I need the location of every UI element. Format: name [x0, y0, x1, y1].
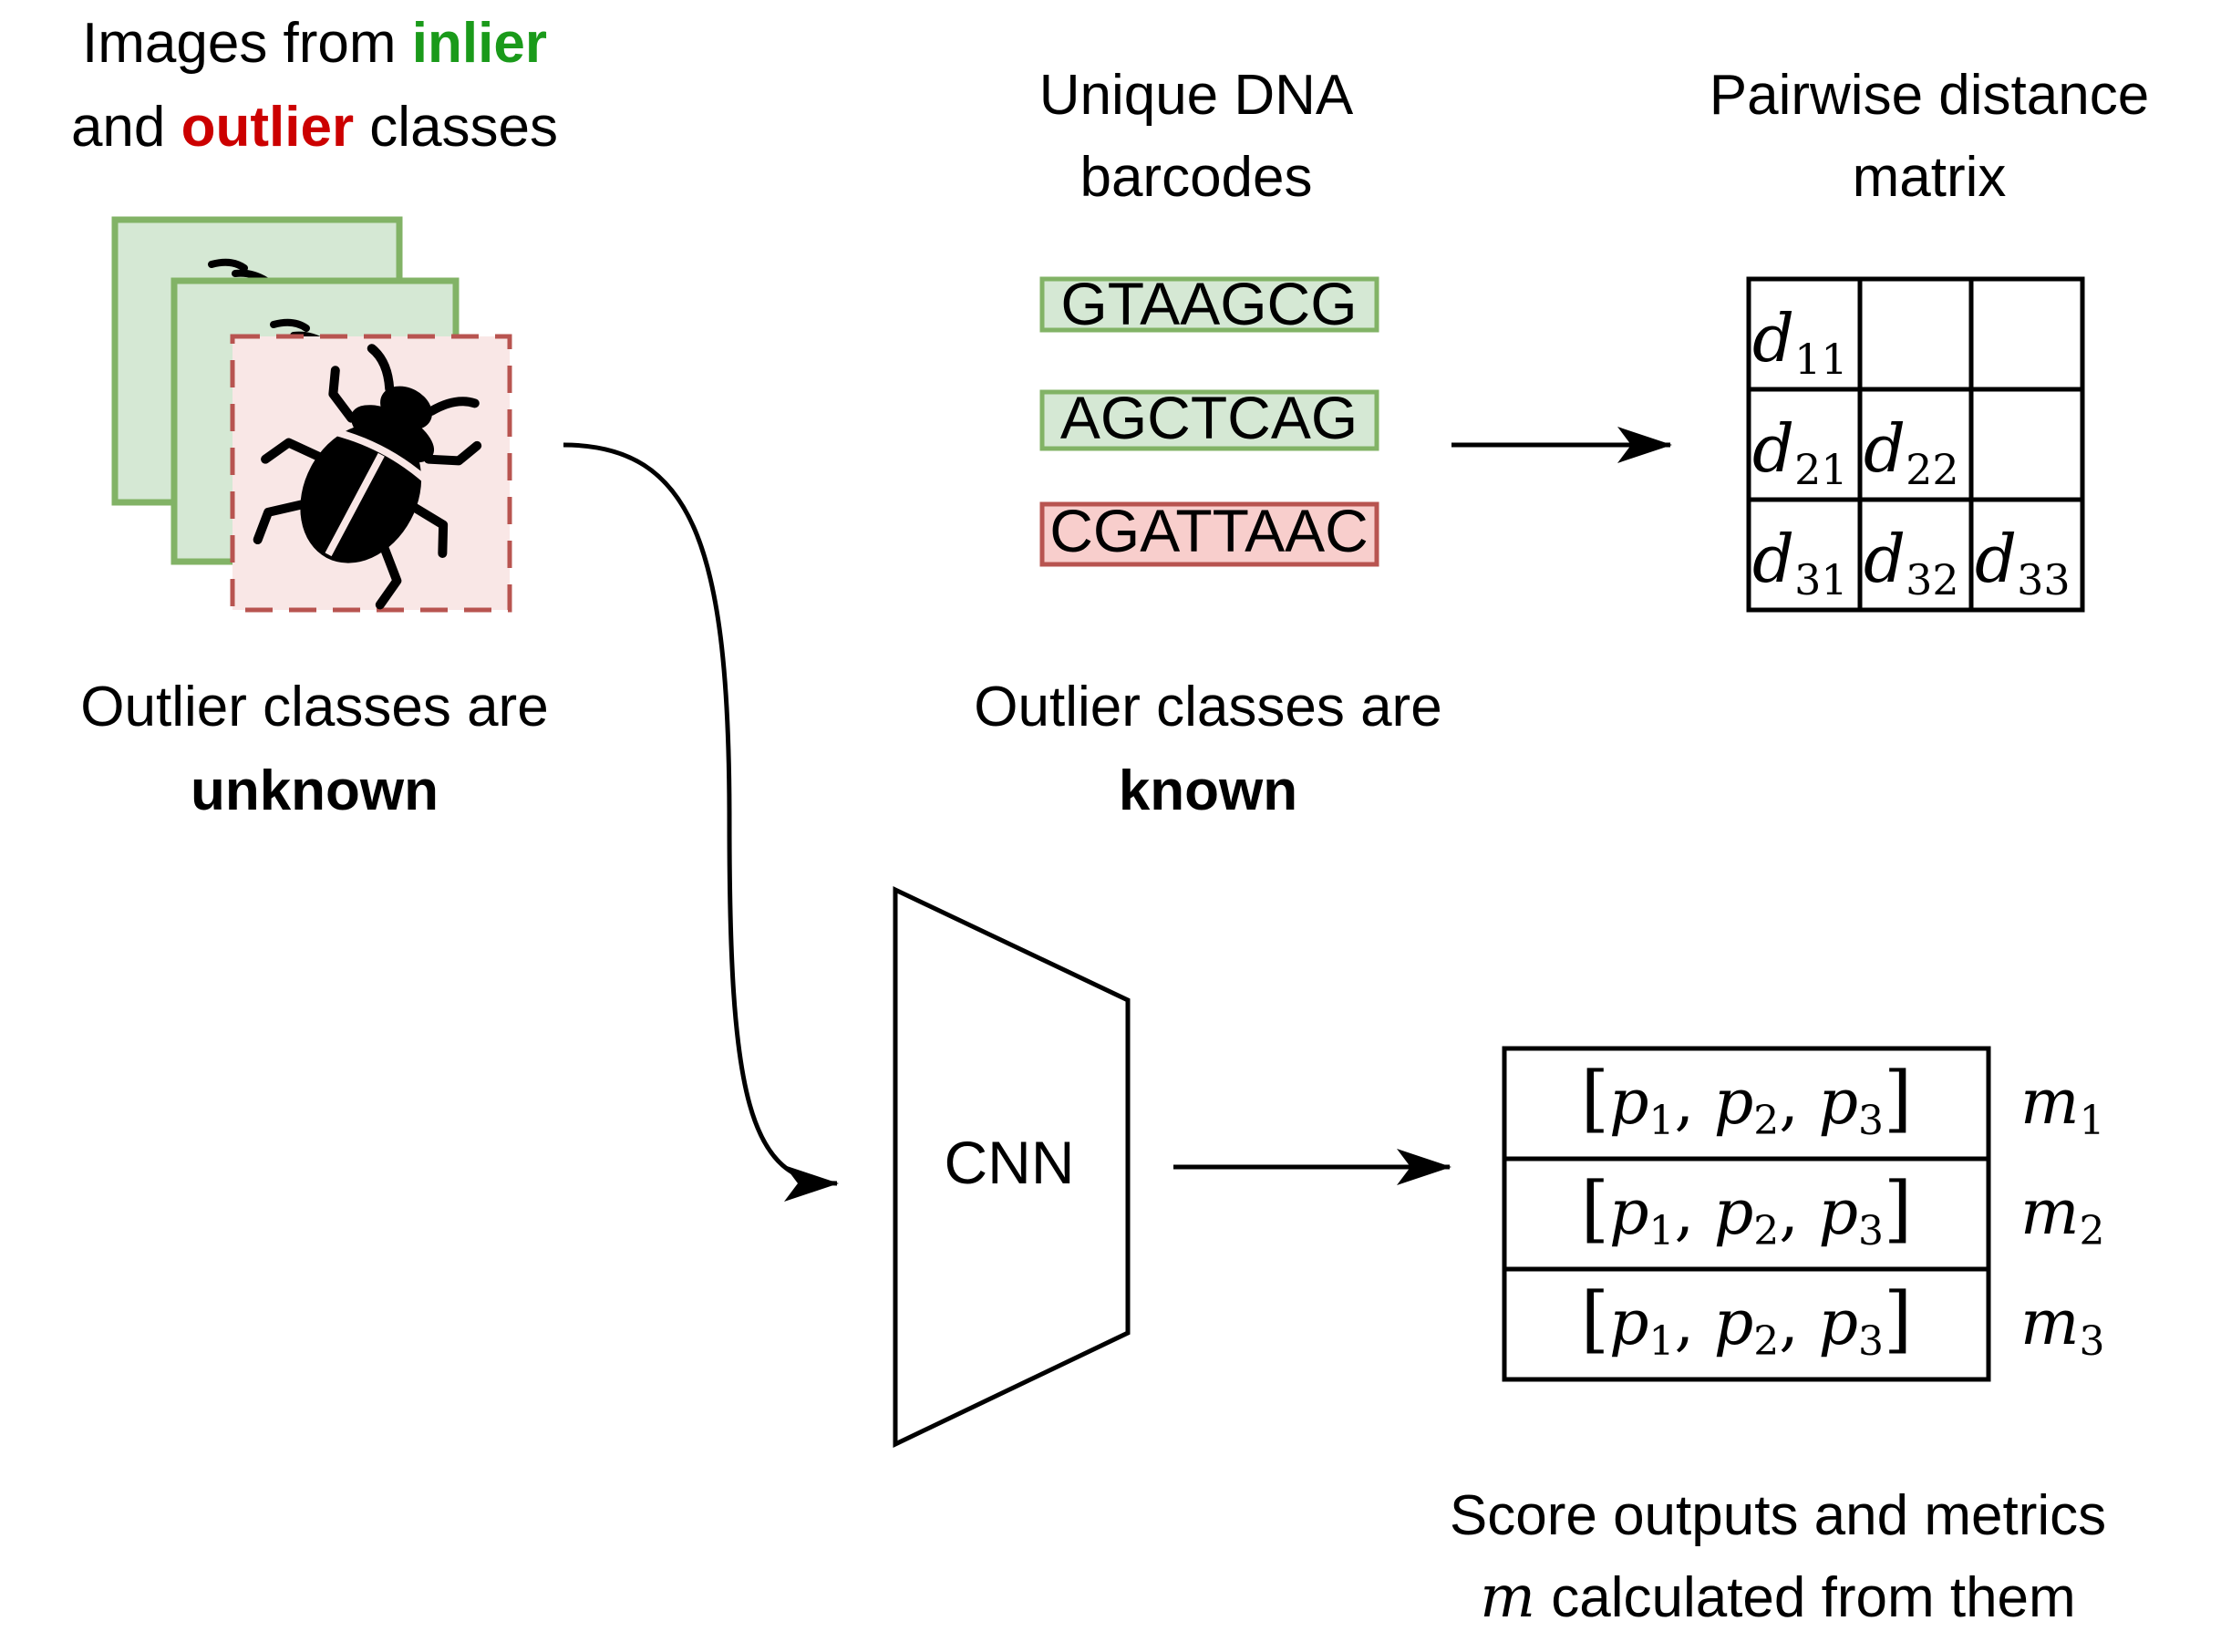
cnn-shape [893, 886, 1131, 1448]
scores-block: [p1, p2, p3] m1 [p1, p2, p3] m2 [p1, p2, p3]… [1450, 1046, 2106, 1631]
score-row-box [1502, 1046, 1991, 1162]
score-vector: [p1, p2, p3] [1581, 1056, 1913, 1144]
barcode-box-3 [1039, 501, 1379, 567]
matrix-cell [1857, 387, 1974, 502]
images-title-line2: and outlier classes [71, 96, 558, 159]
score-row-box [1502, 1266, 1991, 1382]
inlier-word: inlier [412, 12, 547, 75]
score-row-box [1502, 1156, 1991, 1272]
matrix-cell [1857, 276, 1974, 392]
score-vector: [p1, p2, p3] [1581, 1166, 1913, 1254]
matrix-entry: d31 [1752, 521, 1848, 604]
matrix-title-line1: Pairwise distance [1710, 64, 2149, 127]
matrix-entry: d32 [1864, 521, 1959, 604]
score-vector: [p1, p2, p3] [1581, 1276, 1913, 1365]
images-caption-line1: Outlier classes are [80, 676, 548, 738]
scores-caption-line1: Score outputs and metrics [1450, 1484, 2106, 1547]
images-title-line1: Images from inlier [82, 12, 547, 75]
arrow-images-to-cnn [563, 442, 839, 1202]
matrix-cell [1746, 276, 1863, 392]
cnn-block: CNN [893, 886, 1131, 1448]
barcode-box-1 [1039, 276, 1379, 333]
matrix-entry: d21 [1752, 410, 1848, 494]
barcodes-caption-line1: Outlier classes are [974, 676, 1441, 738]
matrix-cell [1968, 276, 2085, 392]
barcode-sequence-2: AGCTCAG [1060, 384, 1358, 451]
metric-label: m1 [2020, 1067, 2104, 1144]
metric-label: m2 [2020, 1177, 2104, 1254]
barcodes-block: Unique DNA barcodes GTAAGCG AGCTCAG CGAT… [974, 64, 1441, 822]
matrix-entry: d33 [1975, 521, 2071, 604]
matrix-entry: d22 [1864, 410, 1959, 494]
barcodes-title-line1: Unique DNA [1039, 64, 1354, 127]
scores-caption-line2: m calculated from them [1480, 1564, 2075, 1631]
barcode-box-2 [1039, 389, 1379, 451]
outlier-image-card [230, 334, 512, 613]
cnn-label: CNN [945, 1129, 1075, 1196]
matrix-cell [1746, 497, 1863, 613]
matrix-cell [1968, 497, 2085, 613]
barcode-sequence-3: CGATTAAC [1049, 497, 1369, 564]
images-caption-line2: unknown [191, 759, 439, 822]
score-table: [p1, p2, p3] m1 [p1, p2, p3] m2 [p1, p2, p3]… [1502, 1046, 2104, 1382]
matrix-title-line2: matrix [1853, 146, 2007, 209]
images-block: Images from inlier and outlier classes [71, 12, 558, 822]
barcodes-caption-line2: known [1119, 759, 1297, 822]
beetle-icon [253, 344, 482, 610]
barcode-sequence-1: GTAAGCG [1060, 270, 1357, 337]
matrix-entry: d11 [1752, 300, 1848, 384]
metric-label: m3 [2020, 1287, 2104, 1365]
matrix-cell [1968, 387, 2085, 502]
barcodes-title-line2: barcodes [1080, 146, 1312, 209]
outlier-word: outlier [181, 96, 354, 159]
